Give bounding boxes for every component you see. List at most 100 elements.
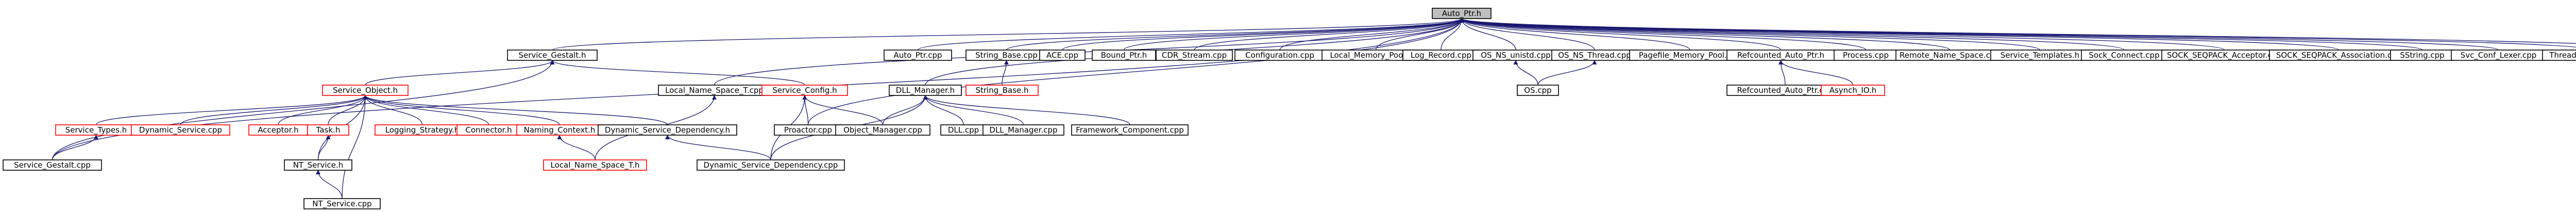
edge-nt-service-cpp-to-service-object-h [342,95,368,199]
node-dynamic-service-dependency-cpp[interactable]: Dynamic_Service_Dependency.cpp [697,159,845,171]
node-service-types-h[interactable]: Service_Types.h [55,124,137,136]
edge-service-types-h-to-service-object-h [95,95,368,125]
node-sstring-cpp[interactable]: SString.cpp [2390,50,2454,61]
node-logging-strategy-h[interactable]: Logging_Strategy.h [375,124,470,136]
edge-naming-context-h-to-service-object-h [363,95,560,125]
node-box [543,159,647,171]
node-box [307,124,349,136]
node-naming-context-h[interactable]: Naming_Context.h [516,124,603,136]
node-label: Dynamic_Service.cpp [139,125,222,135]
node-label: CDR_Stream.cpp [1162,51,1227,60]
node-nt-service-h[interactable]: NT_Service.h [284,159,352,171]
node-label: Thread_Manager.cpp [2549,51,2576,60]
node-label: Svc_Conf_Lexer.cpp [2461,51,2537,60]
edge-connector-h-to-service-object-h [363,95,489,125]
edge-logging-strategy-h-to-service-object-h [363,95,423,125]
edge-process-cpp-to-auto-ptr-h [1459,18,1867,51]
edge-local-memory-pool-cpp-to-auto-ptr-h [1375,18,1464,51]
node-local-name-space-t-h[interactable]: Local_Name_Space_T.h [543,159,647,171]
node-framework-component-cpp[interactable]: Framework_Component.cpp [1071,124,1189,136]
node-label: Service_Gestalt.cpp [14,160,91,170]
node-ace-cpp[interactable]: ACE.cpp [1039,50,1086,61]
node-label: Process.cpp [1843,51,1889,60]
node-configuration-cpp[interactable]: Configuration.cpp [1234,50,1325,61]
node-object-manager-cpp[interactable]: Object_Manager.cpp [835,124,930,136]
node-string-base-cpp[interactable]: String_Base.cpp [965,50,1047,61]
node-label: Pagefile_Memory_Pool.cpp [1639,51,1741,60]
node-label: Object_Manager.cpp [843,125,922,135]
edge-object-manager-cpp-to-dll-manager-h [882,95,928,125]
node-process-cpp[interactable]: Process.cpp [1834,50,1898,61]
node-label: Service_Gestalt.h [518,51,586,60]
node-dll-manager-h[interactable]: DLL_Manager.h [889,85,962,96]
node-dynamic-service-dependency-h[interactable]: Dynamic_Service_Dependency.h [598,124,737,136]
node-box [1039,50,1086,61]
edge-service-templates-h-to-auto-ptr-h [1459,18,2041,51]
node-thread-manager-cpp[interactable]: Thread_Manager.cpp [2542,50,2576,61]
node-label: String_Base.h [975,86,1028,95]
node-label: SOCK_SEQPACK_Acceptor.cpp [2167,51,2282,60]
edge-dynamic-service-dependency-cpp-to-dynamic-service-dependency-h [665,135,771,160]
node-box [884,50,952,61]
node-label: OS_NS_Thread.cpp [1558,51,1631,60]
edge-os-ns-unistd-cpp-to-auto-ptr-h [1459,18,1516,51]
node-os-ns-thread-cpp[interactable]: OS_NS_Thread.cpp [1551,50,1638,61]
edge-ace-cpp-to-auto-ptr-h [1062,18,1464,51]
node-service-config-h[interactable]: Service_Config.h [761,85,848,96]
node-proactor-cpp[interactable]: Proactor.cpp [774,124,842,136]
node-label: Task.h [316,125,341,135]
node-acceptor-h[interactable]: Acceptor.h [248,124,308,136]
edge-local-name-space-t-cpp-to-auto-ptr-h [714,18,1464,86]
edge-sock-seqpack-acceptor-cpp-to-auto-ptr-h [1459,18,2225,51]
node-os-cpp[interactable]: OS.cpp [1517,85,1559,96]
node-pagefile-memory-pool-cpp[interactable]: Pagefile_Memory_Pool.cpp [1629,50,1751,61]
edge-local-name-space-t-h-to-naming-context-h [557,135,596,160]
node-label: OS_NS_unistd.cpp [1481,51,1551,60]
node-refcounted-auto-ptr-h[interactable]: Refcounted_Auto_Ptr.h [1726,50,1835,61]
node-sock-seqpack-acceptor-cpp[interactable]: SOCK_SEQPACK_Acceptor.cpp [2161,50,2287,61]
node-label: Framework_Component.cpp [1076,125,1184,135]
node-remote-name-space-cpp[interactable]: Remote_Name_Space.cpp [1895,50,2004,61]
node-label: OS.cpp [1524,86,1551,95]
node-service-gestalt-cpp[interactable]: Service_Gestalt.cpp [3,159,102,171]
edge-os-ns-thread-cpp-to-auto-ptr-h [1459,18,1595,51]
node-nt-service-cpp[interactable]: NT_Service.cpp [303,198,381,209]
node-local-name-space-t-cpp[interactable]: Local_Name_Space_T.cpp [658,85,771,96]
node-dynamic-service-cpp[interactable]: Dynamic_Service.cpp [131,124,230,136]
edge-nt-service-cpp-to-nt-service-h [315,170,343,199]
node-string-base-h[interactable]: String_Base.h [965,85,1039,96]
node-bound-ptr-h[interactable]: Bound_Ptr.h [1092,50,1156,61]
edge-string-base-h-to-string-base-cpp [1002,60,1009,86]
node-dll-cpp[interactable]: DLL.cpp [940,124,987,136]
node-connector-h[interactable]: Connector.h [456,124,521,136]
node-box [1821,85,1885,96]
edge-sock-seqpack-association-cpp-to-auto-ptr-h [1459,18,2340,51]
node-service-templates-h[interactable]: Service_Templates.h [1990,50,2090,61]
node-box [2542,50,2576,61]
node-box [1156,50,1233,61]
edge-service-gestalt-cpp-to-service-types-h [52,135,99,160]
node-asynch-io-h[interactable]: Asynch_IO.h [1821,85,1885,96]
node-sock-connect-cpp[interactable]: Sock_Connect.cpp [2081,50,2167,61]
node-service-object-h[interactable]: Service_Object.h [322,85,409,96]
node-log-record-cpp[interactable]: Log_Record.cpp [1402,50,1480,61]
edge-os-cpp-to-os-ns-thread-cpp [1537,60,1597,86]
node-box [303,198,381,209]
node-os-ns-unistd-cpp[interactable]: OS_NS_unistd.cpp [1472,50,1559,61]
node-label: Service_Types.h [65,125,127,135]
node-label: Configuration.cpp [1245,51,1314,60]
node-label: Dynamic_Service_Dependency.cpp [704,160,838,170]
node-sock-seqpack-association-cpp[interactable]: SOCK_SEQPACK_Association.cpp [2269,50,2409,61]
edge-log-record-cpp-to-auto-ptr-h [1440,18,1464,51]
node-label: Local_Memory_Pool.cpp [1330,51,1422,60]
node-refcounted-auto-ptr-cpp[interactable]: Refcounted_Auto_Ptr.cpp [1726,85,1844,96]
node-dll-manager-cpp[interactable]: DLL_Manager.cpp [982,124,1064,136]
node-svc-conf-lexer-cpp[interactable]: Svc_Conf_Lexer.cpp [2451,50,2546,61]
node-auto-ptr-cpp[interactable]: Auto_Ptr.cpp [884,50,952,61]
node-service-gestalt-h[interactable]: Service_Gestalt.h [507,50,598,61]
node-task-h[interactable]: Task.h [307,124,349,136]
edge-dll-cpp-to-dll-manager-h [923,95,964,125]
node-box [889,85,962,96]
node-cdr-stream-cpp[interactable]: CDR_Stream.cpp [1156,50,1233,61]
